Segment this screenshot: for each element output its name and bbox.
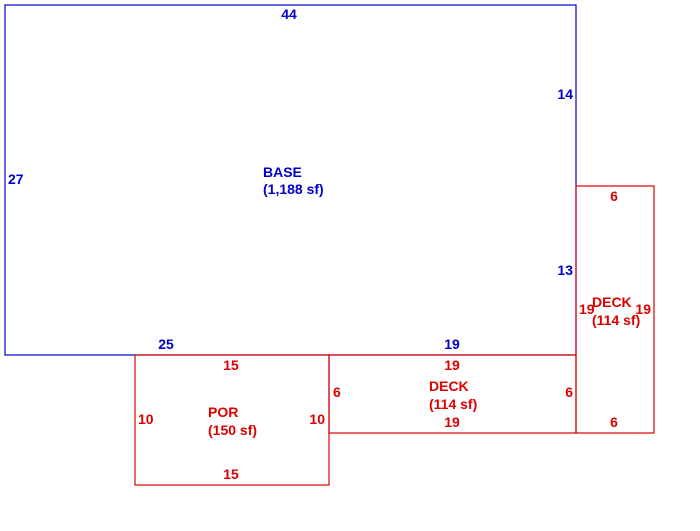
- base-dim-top: 44: [281, 6, 297, 22]
- porch-dim-top: 15: [223, 357, 239, 373]
- base-dim-left: 27: [8, 171, 24, 187]
- deck-bottom-dim-left: 6: [333, 384, 341, 400]
- deck-bottom-dim-top: 19: [444, 357, 460, 373]
- deck-right-dim-right: 19: [635, 301, 651, 317]
- deck-bottom-dim-right: 6: [565, 384, 573, 400]
- deck-bottom-dim-bottom: 19: [444, 414, 460, 430]
- deck-right-name: DECK: [592, 294, 632, 310]
- base-area: (1,188 sf): [263, 181, 324, 197]
- deck-bottom-area: (114 sf): [429, 396, 477, 412]
- deck-right-dim-left: 19: [579, 301, 595, 317]
- deck-right-outline: [575, 185, 655, 434]
- porch-dim-bottom: 15: [223, 466, 239, 482]
- base-outline: [4, 4, 577, 356]
- porch-area: (150 sf): [208, 422, 257, 438]
- base-name: BASE: [263, 164, 302, 180]
- base-dim-right-upper: 14: [557, 86, 573, 102]
- deck-bottom-name: DECK: [429, 378, 469, 394]
- deck-right-dim-bottom: 6: [610, 414, 618, 430]
- porch-dim-left: 10: [138, 411, 154, 427]
- base-dim-bottom-left: 25: [158, 336, 174, 352]
- base-dim-bottom-right: 19: [444, 336, 460, 352]
- base-dim-right-lower: 13: [557, 262, 573, 278]
- deck-right-area: (114 sf): [592, 312, 640, 328]
- deck-right-dim-top: 6: [610, 188, 618, 204]
- porch-name: POR: [208, 404, 238, 420]
- porch-dim-right: 10: [309, 411, 325, 427]
